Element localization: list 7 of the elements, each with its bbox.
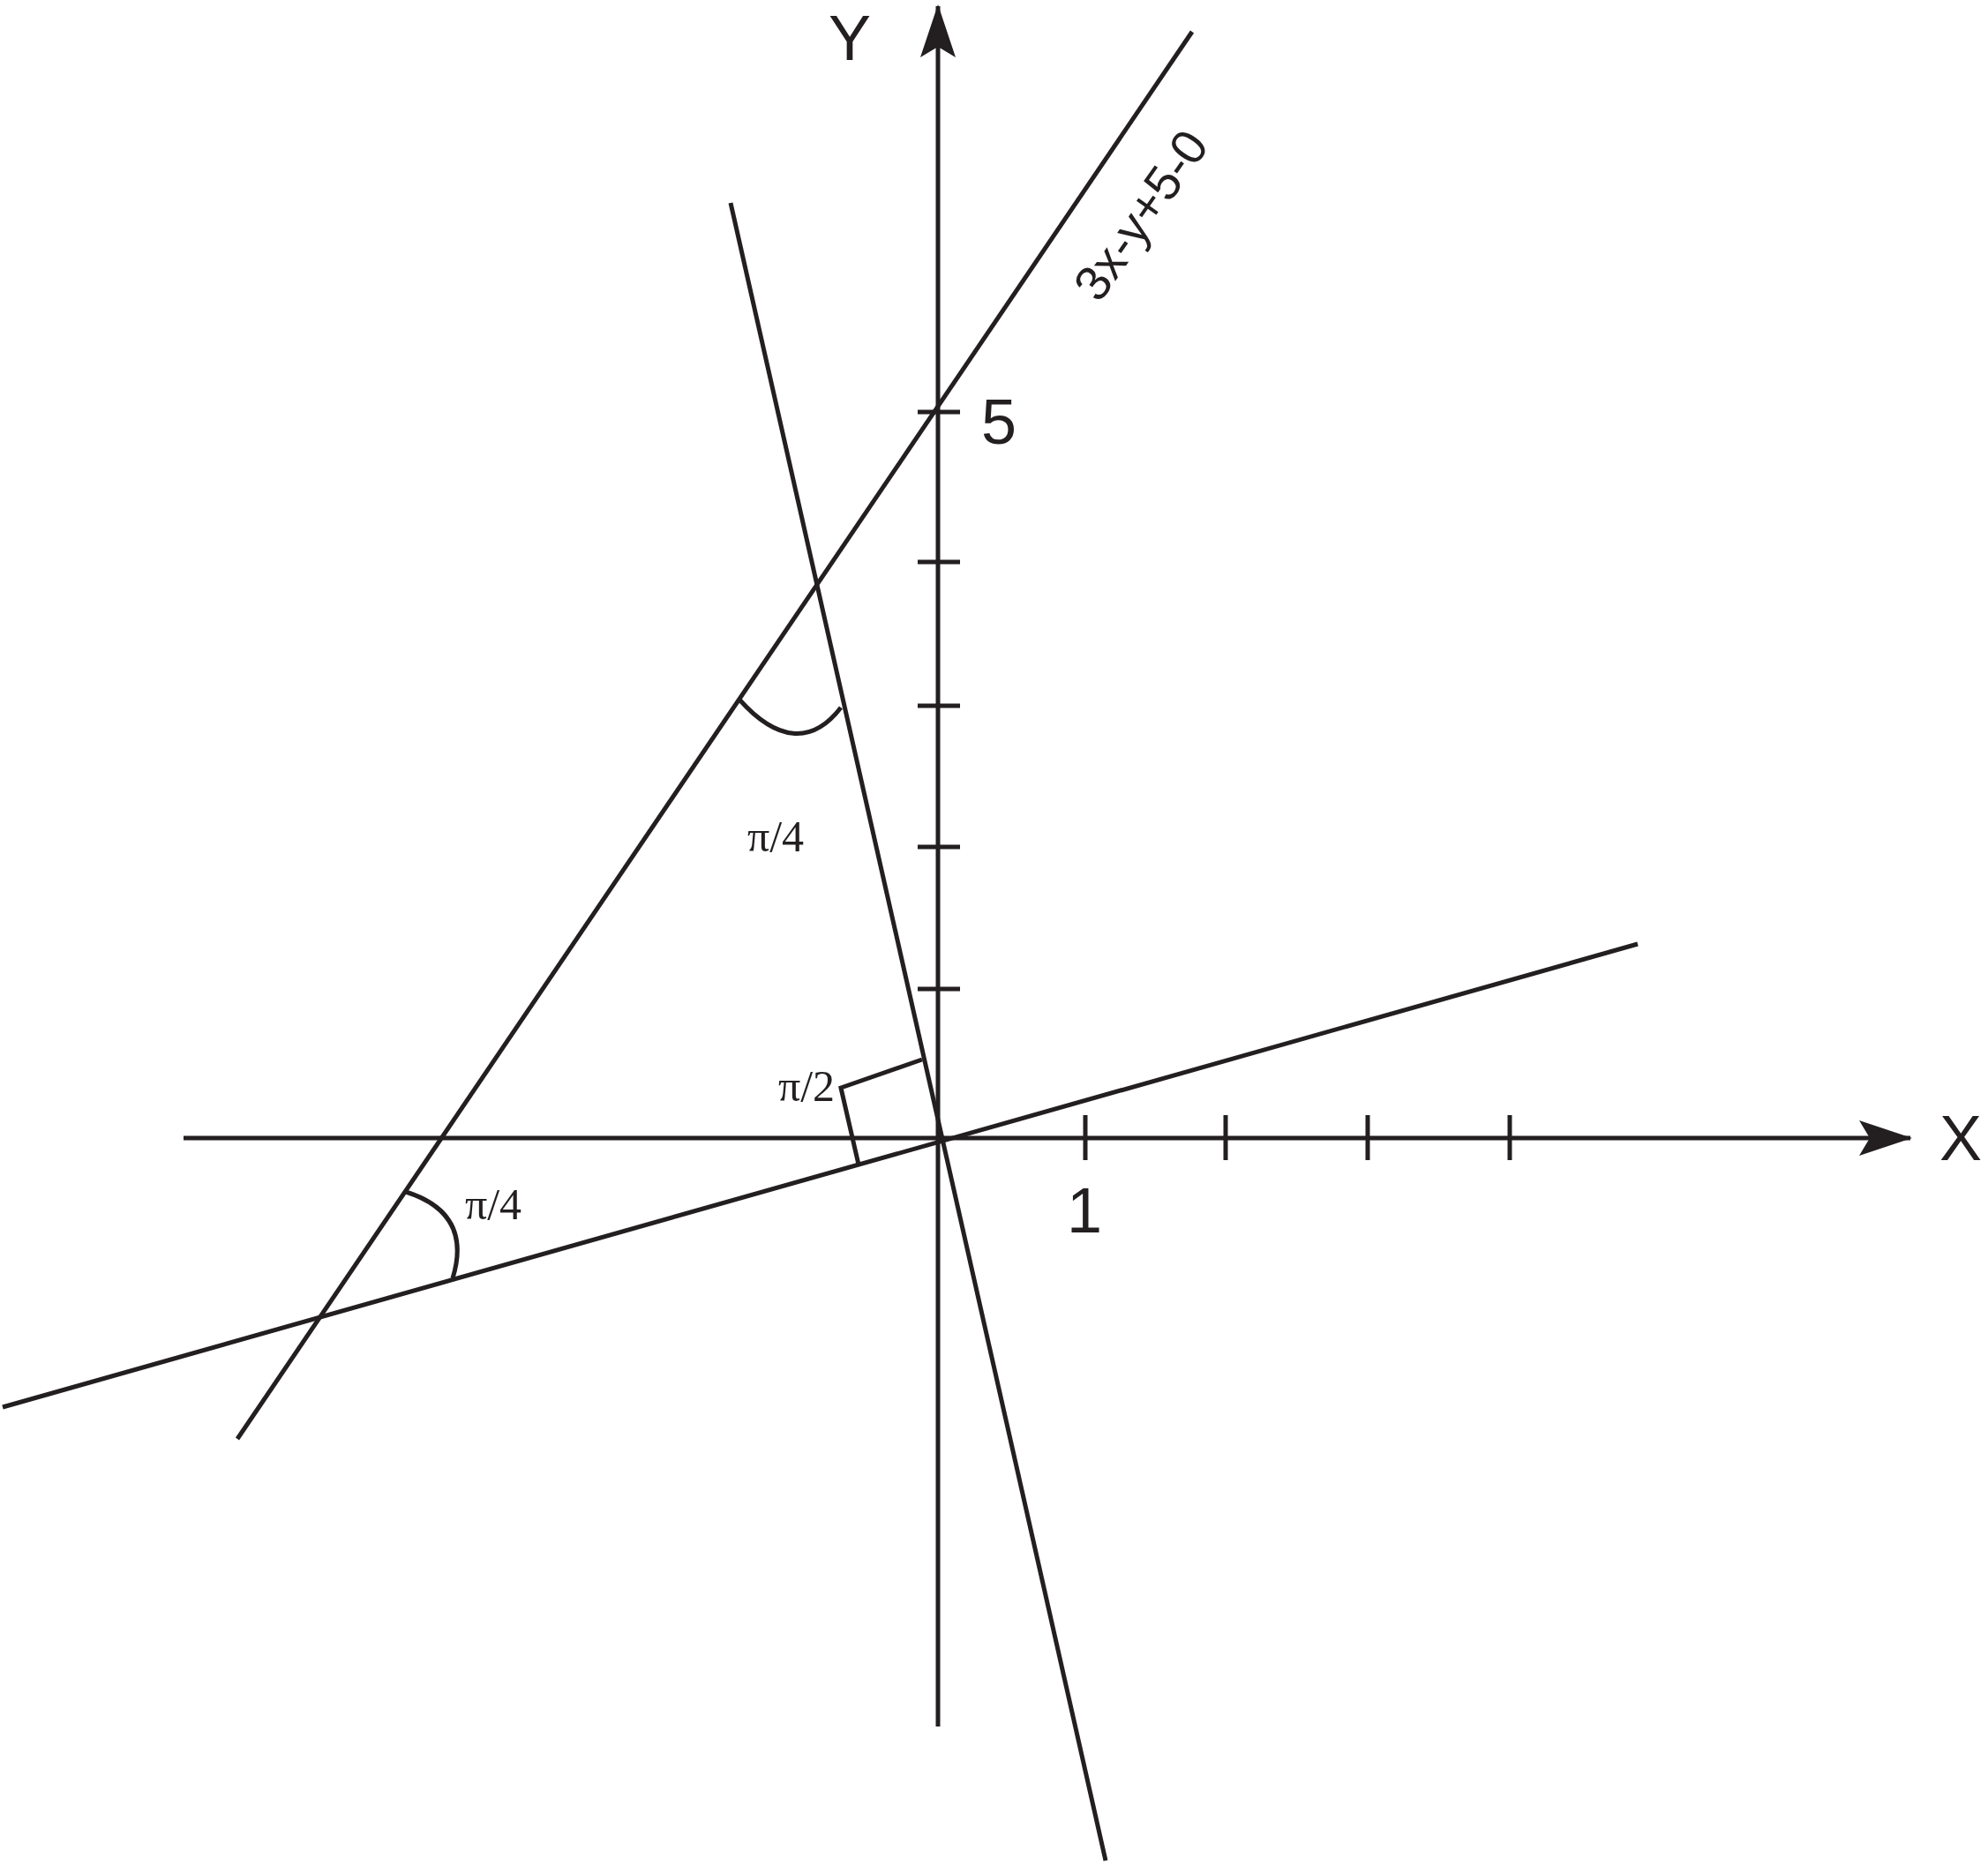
tick-label: 5 bbox=[981, 390, 1017, 453]
angle-label: π/4 bbox=[464, 1182, 522, 1226]
angle-label: π/2 bbox=[777, 1064, 836, 1108]
axis-label: X bbox=[1939, 1106, 1982, 1170]
angle-label: π/4 bbox=[746, 814, 805, 858]
tick-label: 1 bbox=[1067, 1179, 1102, 1242]
axis-label: Y bbox=[829, 6, 871, 70]
